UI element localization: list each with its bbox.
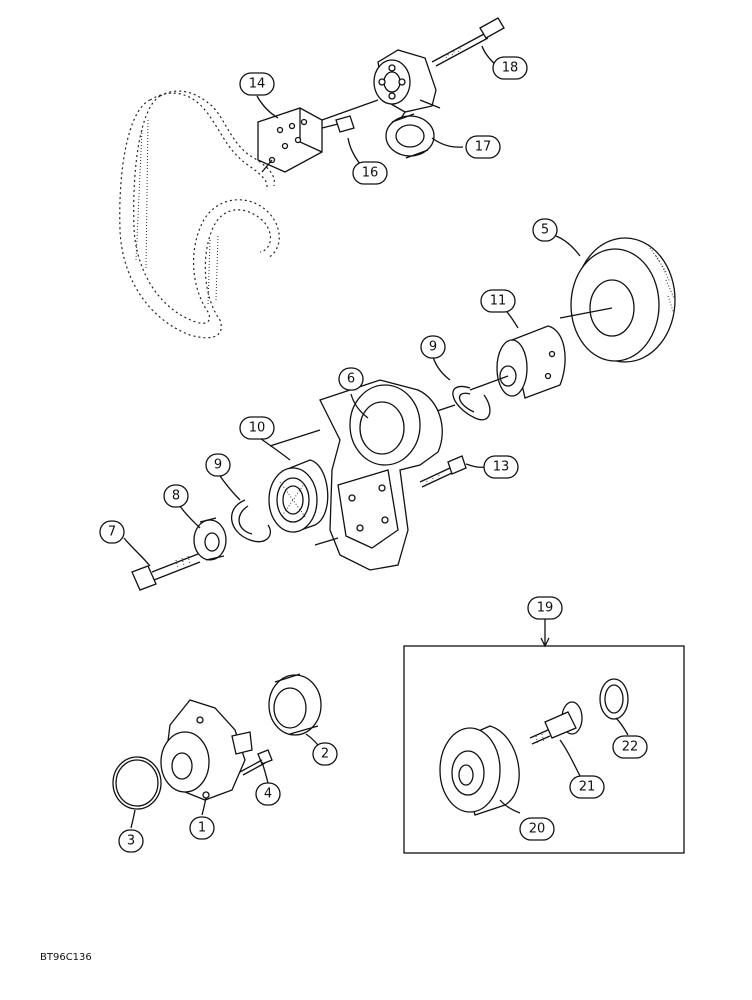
svg-text:20: 20 — [529, 822, 546, 837]
tensioner-bolt — [431, 17, 505, 67]
idler-shaft — [529, 701, 583, 745]
idler-kit-box — [403, 619, 685, 854]
svg-text:21: 21 — [579, 780, 596, 795]
callout-6: 6 — [338, 367, 364, 391]
callout-22: 22 — [612, 735, 648, 759]
svg-text:18: 18 — [502, 61, 519, 76]
fan-hub — [469, 325, 566, 399]
callout-19: 19 — [527, 596, 563, 620]
callout-18: 18 — [492, 56, 528, 80]
svg-text:3: 3 — [127, 834, 135, 849]
tensioner-bracket — [257, 107, 323, 173]
svg-text:6: 6 — [347, 372, 355, 387]
callout-10: 10 — [239, 416, 275, 440]
fan-pulley — [559, 237, 676, 363]
svg-text:8: 8 — [172, 489, 180, 504]
svg-text:14: 14 — [249, 77, 266, 92]
callout-11: 11 — [480, 289, 516, 313]
svg-text:2: 2 — [321, 747, 329, 762]
svg-text:19: 19 — [537, 601, 554, 616]
pump-bolt — [239, 749, 273, 776]
svg-text:16: 16 — [362, 166, 379, 181]
callout-7: 7 — [99, 520, 125, 544]
water-pump-pulley — [268, 673, 322, 736]
svg-text:7: 7 — [108, 525, 116, 540]
callout-3: 3 — [118, 829, 144, 853]
bracket-bolt — [419, 455, 467, 488]
pulley-bolt — [131, 553, 201, 591]
idler-pulley — [439, 725, 520, 816]
leader-lines — [123, 45, 629, 829]
svg-text:11: 11 — [490, 294, 507, 309]
tensioner-assembly — [321, 49, 441, 121]
svg-text:4: 4 — [264, 787, 272, 802]
drive-belt — [119, 90, 280, 339]
idler-bracket — [269, 379, 443, 571]
callout-21: 21 — [569, 775, 605, 799]
svg-text:5: 5 — [541, 223, 549, 238]
shaft-seal — [599, 678, 629, 720]
callout-4: 4 — [255, 782, 281, 806]
washer — [193, 517, 227, 561]
dowel-pin — [321, 115, 355, 133]
svg-text:1: 1 — [198, 821, 206, 836]
svg-text:22: 22 — [622, 740, 639, 755]
callout-9-lower: 9 — [205, 453, 231, 477]
callout-1: 1 — [189, 816, 215, 840]
callout-16: 16 — [352, 161, 388, 185]
snap-ring-lower — [230, 499, 272, 543]
callout-20: 20 — [519, 817, 555, 841]
water-pump — [160, 699, 253, 801]
tensioner-pulley — [385, 113, 435, 159]
figure-code: BT96C136 — [40, 952, 92, 963]
svg-text:9: 9 — [214, 458, 222, 473]
svg-text:10: 10 — [249, 421, 266, 436]
callout-17: 17 — [465, 135, 501, 159]
svg-text:17: 17 — [475, 140, 492, 155]
svg-text:9: 9 — [429, 340, 437, 355]
bearing — [268, 459, 329, 533]
o-ring — [112, 756, 162, 810]
callout-14: 14 — [239, 72, 275, 96]
callout-5: 5 — [532, 218, 558, 242]
callout-9-upper: 9 — [420, 335, 446, 359]
callout-2: 2 — [312, 742, 338, 766]
svg-text:13: 13 — [493, 460, 510, 475]
callout-13: 13 — [483, 455, 519, 479]
callout-8: 8 — [163, 484, 189, 508]
